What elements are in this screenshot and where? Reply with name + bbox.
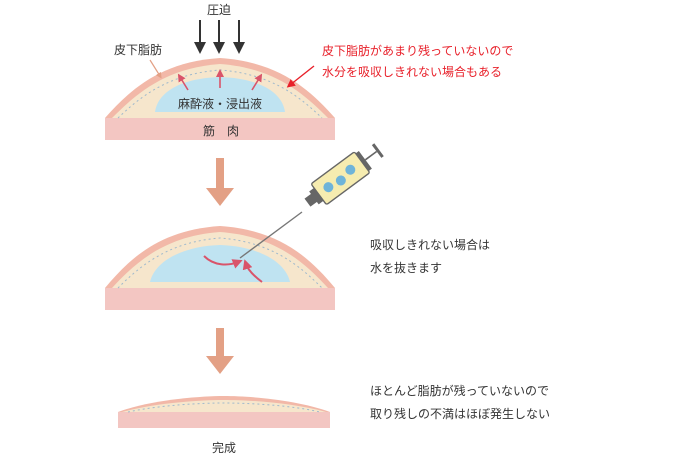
step-arrow-2	[206, 328, 234, 374]
step3-line-2: 取り残しの不満はほぼ発生しない	[370, 407, 550, 421]
pressure-arrows	[194, 20, 245, 54]
muscle-layer	[118, 410, 330, 428]
muscle-layer	[105, 116, 335, 140]
fascia-line	[127, 402, 321, 413]
syringe	[304, 143, 384, 207]
drain-flow-arrow-right	[242, 259, 263, 283]
callout-line-2: 水分を吸収しきれない場合もある	[322, 64, 502, 79]
drain-flow-arrow-left	[203, 255, 243, 269]
needle	[239, 211, 303, 259]
stage-compression: 圧迫 麻酔液・浸出液 筋 肉 皮下脂肪 皮下脂肪があまり残っていないので 水分を…	[105, 3, 513, 140]
fluid-label: 麻酔液・浸出液	[178, 96, 262, 111]
fat-pointer-arrow	[149, 59, 162, 79]
stage-complete: 完成 ほとんど脂肪が残っていないので 取り残しの不満はほぼ発生しない	[118, 383, 550, 455]
step2-line-2: 水を抜きます	[370, 261, 442, 275]
absorption-arrows	[177, 69, 263, 91]
fascia-line	[117, 237, 323, 289]
muscle-layer	[105, 286, 335, 310]
step2-line-1: 吸収しきれない場合は	[370, 237, 490, 252]
callout-arrow	[286, 65, 315, 88]
callout-line-1: 皮下脂肪があまり残っていないので	[322, 43, 513, 58]
subcutaneous-fat-label: 皮下脂肪	[114, 42, 162, 57]
fat-layer	[122, 400, 326, 412]
stage-drain: 吸収しきれない場合は 水を抜きます	[105, 143, 490, 310]
step-arrow-1	[206, 158, 234, 206]
complete-label: 完成	[212, 440, 236, 455]
fluid-pocket	[155, 77, 285, 112]
muscle-label: 筋 肉	[203, 123, 239, 138]
pressure-label: 圧迫	[207, 3, 231, 17]
step3-line-1: ほとんど脂肪が残っていないので	[370, 383, 549, 398]
